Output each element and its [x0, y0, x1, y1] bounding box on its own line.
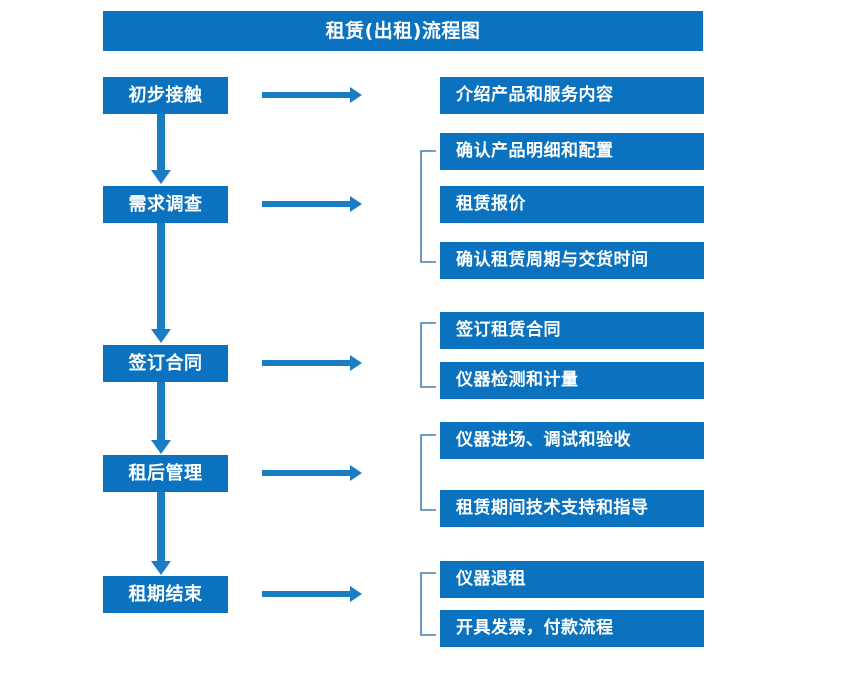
- arrow-down-icon-2: [150, 223, 172, 343]
- arrow-right-icon-1: [262, 85, 362, 105]
- arrow-right-icon-4: [262, 463, 362, 483]
- arrow-down-icon-4: [150, 492, 172, 575]
- detail-box-5[interactable]: 签订租赁合同: [440, 312, 704, 349]
- stage-box-2[interactable]: 需求调查: [103, 186, 228, 223]
- detail-box-6[interactable]: 仪器检测和计量: [440, 362, 704, 399]
- detail-box-1[interactable]: 介绍产品和服务内容: [440, 77, 704, 114]
- stage-box-3[interactable]: 签订合同: [103, 345, 228, 382]
- stage-box-1[interactable]: 初步接触: [103, 77, 228, 114]
- chart-title-banner: 租赁(出租)流程图: [103, 11, 703, 51]
- detail-box-4[interactable]: 确认租赁周期与交货时间: [440, 242, 704, 279]
- arrow-right-icon-3: [262, 353, 362, 373]
- arrow-down-icon-3: [150, 382, 172, 454]
- detail-box-8[interactable]: 租赁期间技术支持和指导: [440, 490, 704, 527]
- detail-box-3[interactable]: 租赁报价: [440, 186, 704, 223]
- detail-box-9[interactable]: 仪器退租: [440, 561, 704, 598]
- group-bracket-icon-1: [419, 150, 437, 263]
- group-bracket-icon-2: [419, 322, 437, 388]
- stage-box-5[interactable]: 租期结束: [103, 576, 228, 613]
- arrow-right-icon-5: [262, 584, 362, 604]
- group-bracket-icon-4: [419, 572, 437, 636]
- stage-box-4[interactable]: 租后管理: [103, 455, 228, 492]
- group-bracket-icon-3: [419, 434, 437, 511]
- arrow-right-icon-2: [262, 194, 362, 214]
- detail-box-2[interactable]: 确认产品明细和配置: [440, 133, 704, 170]
- arrow-down-icon-1: [150, 114, 172, 184]
- detail-box-10[interactable]: 开具发票，付款流程: [440, 610, 704, 647]
- detail-box-7[interactable]: 仪器进场、调试和验收: [440, 422, 704, 459]
